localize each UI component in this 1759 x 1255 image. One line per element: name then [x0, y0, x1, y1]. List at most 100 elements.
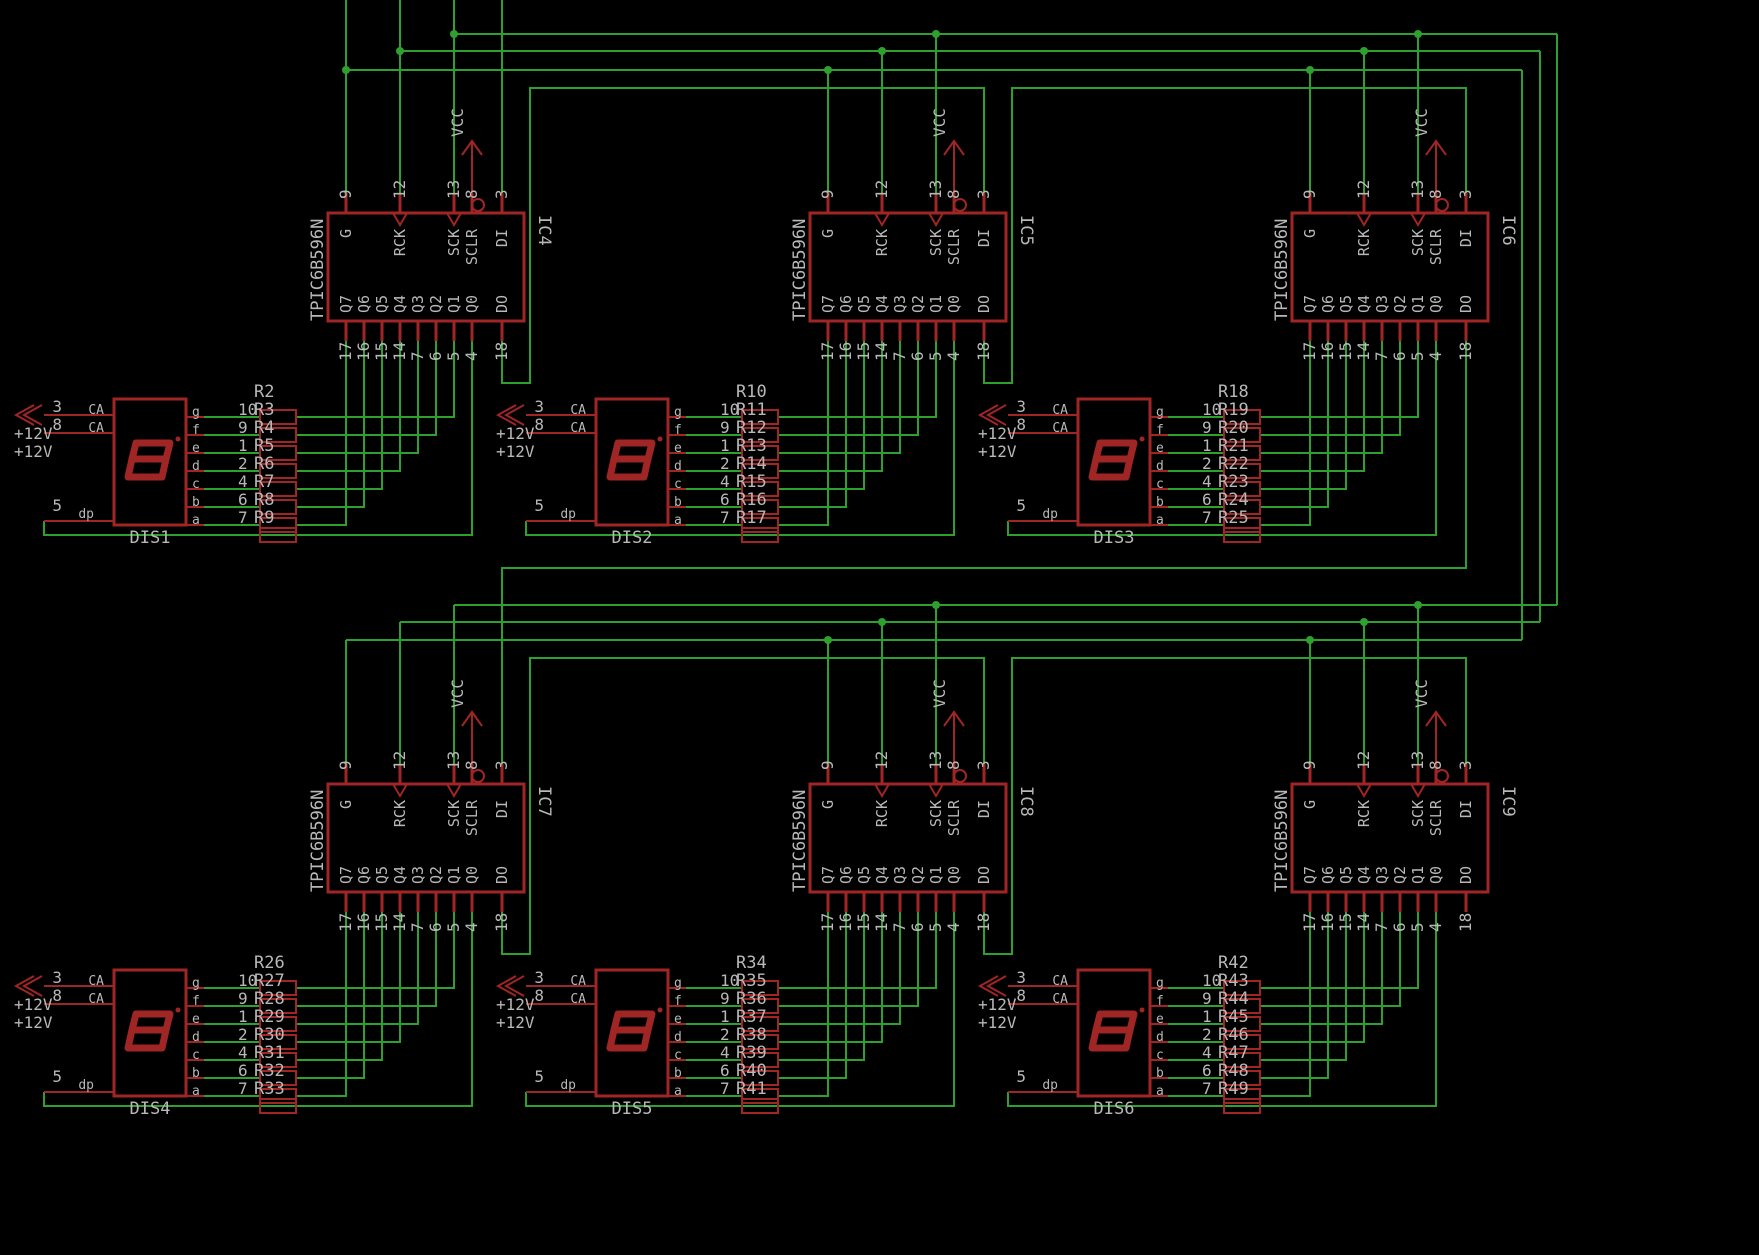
pin-name: Q6 [837, 866, 855, 884]
resistor-ref: R10 [736, 382, 767, 402]
resistor [259, 409, 297, 425]
pin-number: 1 [720, 436, 730, 455]
segment-name: a [674, 513, 682, 528]
resistor [741, 463, 779, 479]
seven-segment-display [594, 397, 670, 527]
supply-icon [985, 975, 1007, 997]
net-junction [932, 30, 940, 38]
resistor-ref: R49 [1218, 1079, 1249, 1099]
pin-number: 9 [238, 989, 248, 1008]
pin-name: CA [570, 974, 586, 989]
pin-number: 8 [534, 415, 544, 434]
pin-name: G [337, 229, 355, 238]
resistor-ref: R45 [1218, 1007, 1249, 1027]
segment-name: c [1156, 1048, 1164, 1063]
segment-net [778, 341, 883, 472]
pin-number: 8 [462, 760, 481, 770]
pin-name: RCK [391, 800, 409, 827]
clock-indicator [446, 783, 462, 798]
pin-name: DO [1457, 295, 1475, 313]
resistor [1223, 409, 1261, 425]
pin-number: 10 [238, 400, 257, 419]
segment-net [1260, 341, 1347, 490]
seven-segment-display [1076, 397, 1152, 527]
seven-segment-display [1076, 968, 1152, 1098]
pin-number: 3 [52, 397, 62, 416]
segment-name: dp [1042, 1078, 1058, 1093]
segment-net [778, 341, 901, 454]
segment-net [778, 912, 901, 1025]
pin-number: 4 [462, 351, 481, 361]
clock-indicator [392, 783, 408, 798]
segment-name: e [1156, 441, 1164, 456]
pin-name: Q3 [1373, 866, 1391, 884]
pin-name: CA [88, 974, 104, 989]
pin-name: CA [1052, 992, 1068, 1007]
display-ref: DIS4 [130, 1099, 171, 1119]
segment-name: c [1156, 477, 1164, 492]
segment-name: e [192, 441, 200, 456]
pin-number: 10 [238, 971, 257, 990]
pin-name: G [1301, 229, 1319, 238]
segment-name: g [1156, 405, 1164, 420]
pin-name: Q7 [819, 866, 837, 884]
chip-part-name: TPIC6B596N [1272, 790, 1292, 892]
supply-label: +12V [14, 424, 53, 443]
pin-number: 2 [238, 454, 248, 473]
segment-net [1260, 912, 1401, 1007]
pin-number: 7 [1202, 508, 1212, 527]
resistor [741, 527, 779, 543]
resistor [741, 1088, 779, 1104]
pin-number: 4 [944, 922, 963, 932]
pin-name: Q7 [1301, 295, 1319, 313]
pin-number: 2 [1202, 454, 1212, 473]
resistor-ref: R11 [736, 400, 767, 420]
pin-number: 16 [354, 342, 373, 361]
pin-name: Q6 [837, 295, 855, 313]
supply-label: +12V [978, 995, 1017, 1014]
resistor-ref: R9 [254, 508, 274, 528]
pin-number: 2 [720, 454, 730, 473]
pin-number: 6 [426, 351, 445, 361]
resistor-ref: R43 [1218, 971, 1249, 991]
pin-name: SCK [927, 229, 945, 256]
net-junction [1414, 30, 1422, 38]
supply-icon [13, 975, 35, 997]
pin-name: Q4 [1355, 866, 1373, 884]
pin-number: 6 [238, 1061, 248, 1080]
pin-number: 16 [836, 913, 855, 932]
pin-number: 5 [52, 496, 62, 515]
pin-name: Q3 [891, 866, 909, 884]
chip-ref: IC7 [534, 786, 554, 817]
chip-body [326, 211, 526, 323]
pin-number: 5 [926, 351, 945, 361]
segment-name: dp [560, 1078, 576, 1093]
pin-name: CA [570, 403, 586, 418]
pin-number: 15 [1336, 913, 1355, 932]
pin-number: 2 [238, 1025, 248, 1044]
pin-name: Q4 [873, 295, 891, 313]
vcc-label: VCC [930, 108, 949, 137]
segment-net [1260, 912, 1311, 1097]
segment-name: b [192, 495, 200, 510]
resistor [741, 499, 779, 515]
pin-number: 5 [52, 1067, 62, 1086]
resistor-ref: R14 [736, 454, 767, 474]
supply-icon [985, 404, 1007, 426]
resistor-ref: R24 [1218, 490, 1249, 510]
resistor-ref: R13 [736, 436, 767, 456]
segment-net [1260, 912, 1347, 1061]
segment-net [778, 912, 883, 1043]
resistor [741, 427, 779, 443]
pin-number: 6 [1390, 922, 1409, 932]
resistor-ref: R6 [254, 454, 274, 474]
pin-name: Q2 [427, 866, 445, 884]
pin-number: 4 [944, 351, 963, 361]
pin-number: 18 [1456, 913, 1475, 932]
pin-number: 8 [534, 986, 544, 1005]
parts-layer [13, 139, 1490, 1114]
resistor [741, 1098, 779, 1114]
pin-name: DI [975, 229, 993, 247]
pin-name: DI [493, 800, 511, 818]
